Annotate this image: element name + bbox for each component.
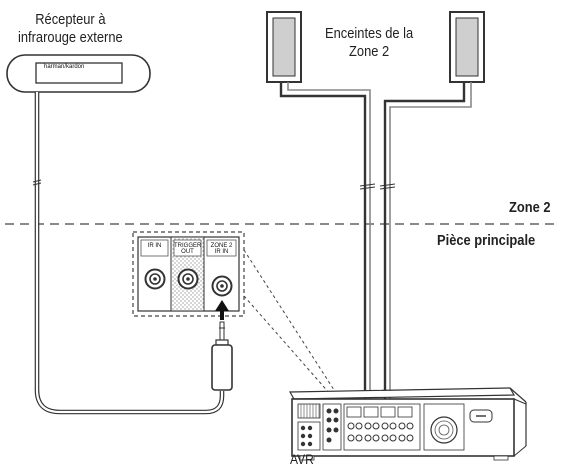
zone2-speakers-caption-line2: Zone 2 xyxy=(349,43,390,60)
ir-receiver-icon xyxy=(6,54,151,93)
zone2-speakers-caption: Enceintes de la Zone 2 xyxy=(325,25,413,61)
ir-receiver-caption: Récepteur à infrarouge externe xyxy=(18,11,123,47)
jack-label-trigger-out: TRIGGER OUT xyxy=(174,243,201,255)
speaker-wire-left xyxy=(279,82,376,400)
speaker-icon xyxy=(449,11,485,83)
jack-label-line: TRIGGER xyxy=(174,243,202,249)
jack-icon xyxy=(144,268,166,290)
ir-receiver-brand: harman/kardon xyxy=(44,64,85,70)
ir-receiver-caption-line2: infrarouge externe xyxy=(18,29,123,46)
ir-receiver-caption-line1: Récepteur à xyxy=(35,11,106,28)
avr-receiver-icon xyxy=(288,387,527,461)
zone2-label: Zone 2 xyxy=(509,199,551,216)
jack-label-line: IR IN xyxy=(147,243,162,249)
arrow-up-icon xyxy=(215,300,229,320)
jack-label-zone2-ir-in: ZONE 2 IR IN xyxy=(207,243,236,255)
ir-receiver-cable xyxy=(32,92,225,415)
speaker-icon xyxy=(266,11,302,83)
jack-label-line: IR IN xyxy=(214,249,229,255)
main-room-label: Pièce principale xyxy=(437,232,536,249)
jack-label-line: OUT xyxy=(181,249,194,255)
zone2-speakers-caption-line1: Enceintes de la xyxy=(325,25,414,42)
avr-label: AVR xyxy=(290,451,314,467)
jack-icon xyxy=(177,268,199,290)
speaker-wire-right xyxy=(379,82,472,400)
mini-plug-icon xyxy=(211,321,233,391)
jack-label-line: ZONE 2 xyxy=(210,243,233,249)
jack-label-ir-in: IR IN xyxy=(141,243,168,249)
jack-icon xyxy=(211,275,233,297)
callout-lines xyxy=(243,249,337,396)
